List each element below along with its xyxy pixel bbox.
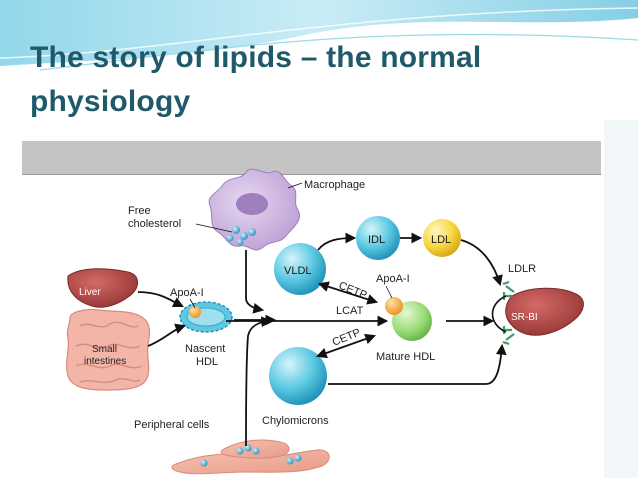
arrow-vldl-to-idl bbox=[317, 232, 357, 251]
apoa1-left-label: ApoA-I bbox=[170, 287, 204, 299]
peripheral-cells-label: Peripheral cells bbox=[134, 419, 210, 431]
chylomicron-particle bbox=[269, 347, 327, 405]
top-swoosh-line bbox=[0, 7, 638, 59]
nascent-hdl-label: Nascent bbox=[185, 343, 225, 355]
nascent-hdl bbox=[179, 301, 233, 333]
ldlr-label: LDLR bbox=[508, 263, 536, 275]
lcat-label: LCAT bbox=[336, 305, 364, 317]
idl-label: IDL bbox=[368, 234, 385, 246]
free-cholesterol-pointer bbox=[195, 223, 233, 233]
macrophage-label: Macrophage bbox=[304, 179, 365, 191]
pathway-arrows bbox=[137, 232, 507, 447]
sr-bi-label: SR-BI bbox=[511, 312, 538, 323]
arrow-peripheral-to-main bbox=[245, 316, 273, 447]
free-cholesterol-label: Free bbox=[128, 205, 151, 217]
arrow-macrophage-to-hdl bbox=[245, 250, 265, 314]
arrow-cetp-vldl-hdl bbox=[317, 281, 379, 305]
ldl-label: LDL bbox=[431, 234, 451, 246]
idl-particle bbox=[356, 216, 400, 260]
receptor-bracket bbox=[491, 295, 507, 333]
apoa1-left-pointer bbox=[189, 298, 196, 309]
mature-hdl-label: Mature HDL bbox=[376, 351, 435, 363]
arrow-ldl-to-ldlr bbox=[460, 239, 503, 287]
arrow-liver-to-nascent-hdl bbox=[137, 291, 184, 307]
free-cholesterol-label: cholesterol bbox=[128, 218, 181, 230]
vldl-label: VLDL bbox=[284, 265, 312, 277]
right-border-shade bbox=[604, 120, 638, 478]
slide-title: The story of lipids – the normal physiol… bbox=[30, 41, 482, 118]
liver-right bbox=[505, 287, 584, 336]
liver-left bbox=[67, 268, 138, 308]
small-intestines-label: intestines bbox=[84, 356, 126, 367]
liver-label: Liver bbox=[79, 287, 101, 298]
sr-bi-receptor bbox=[502, 326, 515, 346]
ldl-particle bbox=[423, 219, 461, 257]
nascent-hdl-label: HDL bbox=[196, 356, 218, 368]
top-swoosh-line bbox=[39, 33, 638, 71]
arrow-chylomicron-to-liver bbox=[328, 343, 507, 385]
apoa1-top-pointer bbox=[385, 285, 393, 299]
apoa1-protein bbox=[385, 297, 403, 315]
vldl-particle bbox=[274, 243, 326, 295]
chylomicrons-label: Chylomicrons bbox=[262, 415, 329, 427]
small-intestines bbox=[65, 308, 151, 391]
arrow-intestine-to-nascent-hdl bbox=[147, 323, 187, 347]
macrophage bbox=[208, 168, 300, 251]
macrophage-pointer bbox=[287, 182, 303, 189]
mature-hdl-particle bbox=[392, 301, 432, 341]
arrow-cetp-chylo-hdl bbox=[315, 333, 377, 359]
apoa1-top-label: ApoA-I bbox=[376, 273, 410, 285]
small-intestines-label: Small bbox=[92, 344, 117, 355]
top-swoosh-band bbox=[0, 0, 638, 66]
header-band bbox=[22, 141, 601, 175]
peripheral-cells bbox=[171, 439, 330, 475]
